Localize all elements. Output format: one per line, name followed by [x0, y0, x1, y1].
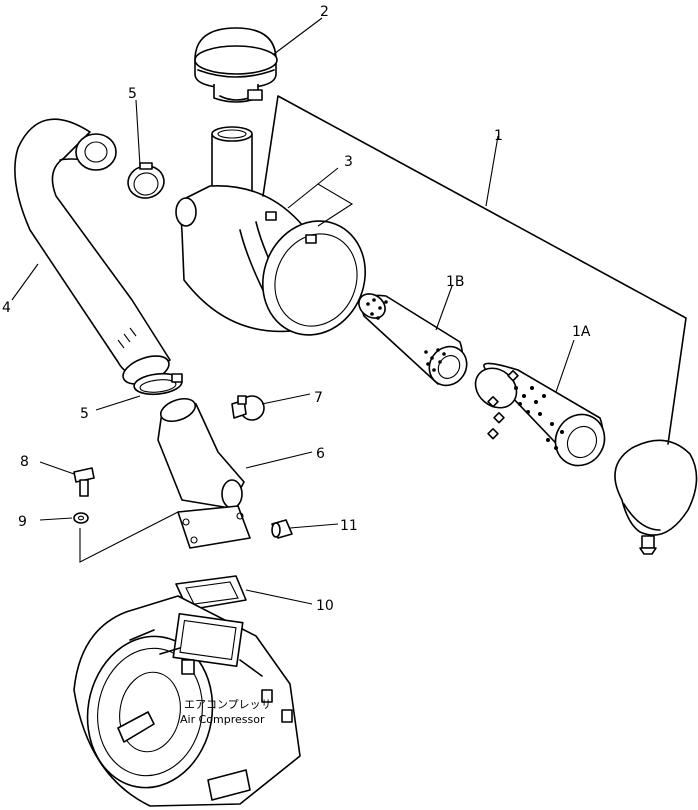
outer-filter-element	[474, 362, 606, 467]
hose-clamp-upper	[127, 162, 165, 199]
label-part-4: 4	[2, 300, 11, 316]
label-part-3: 3	[344, 154, 353, 170]
pre-cleaner-cap	[194, 27, 278, 103]
leader-lines	[11, 17, 575, 605]
label-part-7: 7	[314, 390, 323, 406]
intake-hose	[14, 118, 171, 385]
compressor-label-jp: エアコンプレッサ	[184, 698, 272, 711]
compressor-caption: エアコンプレッサ Air Compressor	[180, 698, 272, 726]
plug	[271, 519, 293, 539]
label-part-10: 10	[316, 598, 334, 614]
assembly-bracket	[262, 95, 687, 445]
label-part-1: 1	[494, 128, 503, 144]
air-compressor	[73, 595, 301, 807]
part-labels: 2 5 1 3 1B 4 1A 7 5 6 8 9 11 10	[2, 4, 591, 614]
label-part-1b: 1B	[446, 274, 465, 290]
label-part-5-upper: 5	[128, 86, 137, 102]
washer	[73, 512, 89, 524]
label-part-1a: 1A	[572, 324, 591, 340]
bolt	[73, 467, 95, 497]
label-part-5-lower: 5	[80, 406, 89, 422]
label-part-6: 6	[316, 446, 325, 462]
label-part-8: 8	[20, 454, 29, 470]
dust-cup-cover	[614, 439, 698, 555]
dust-indicator	[231, 395, 265, 421]
inner-filter-element	[358, 293, 468, 387]
intake-elbow	[157, 397, 251, 549]
label-part-2: 2	[320, 4, 329, 20]
compressor-label-en: Air Compressor	[180, 713, 265, 726]
label-part-9: 9	[18, 514, 27, 530]
air-cleaner-body	[175, 126, 366, 336]
label-part-11: 11	[340, 518, 358, 534]
hose-clamp-lower	[133, 372, 183, 396]
